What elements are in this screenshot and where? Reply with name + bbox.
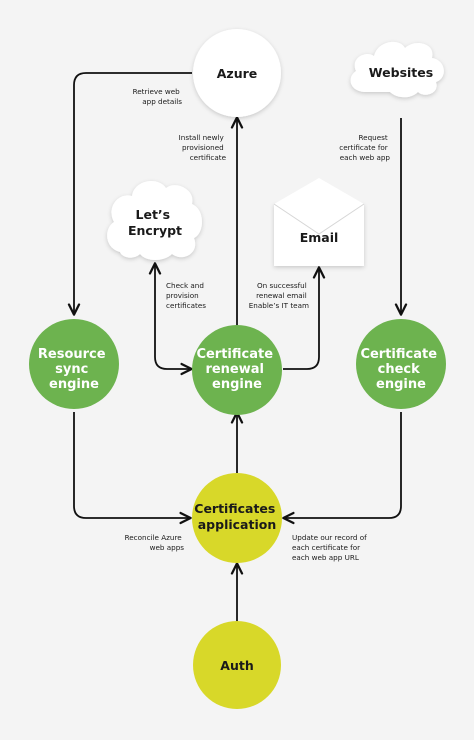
certificates-application-node xyxy=(192,473,282,563)
certificate-renewal-engine-label: Certificate renewal engine xyxy=(196,347,277,392)
edge-label-update-record: Update our record of each certificate fo… xyxy=(292,533,369,562)
edge-azure-to-resource-sync xyxy=(67,72,192,316)
websites-label: Websites xyxy=(369,65,433,80)
edges xyxy=(67,72,408,622)
envelope-flap xyxy=(274,178,364,204)
edge-renewal-letsencrypt xyxy=(148,262,193,376)
edge-label-install: Install newly provisioned certificate xyxy=(179,133,227,162)
email-label: Email xyxy=(300,230,339,245)
edge-label-renewal-email: On successful renewal email Enable’s IT … xyxy=(249,281,309,310)
azure-label: Azure xyxy=(217,66,258,81)
azure-node xyxy=(193,29,281,117)
edge-label-check-provision: Check and provision certificates xyxy=(166,281,206,310)
edge-label-request: Request certificate for each web app xyxy=(339,133,390,162)
edge-resource-sync-to-app xyxy=(73,412,192,525)
resource-sync-engine-node xyxy=(29,319,119,409)
certificate-renewal-engine-node xyxy=(192,325,282,415)
lets-encrypt-label: Let’s Encrypt xyxy=(128,207,182,238)
auth-node xyxy=(193,621,281,709)
certificate-check-engine-node xyxy=(356,319,446,409)
edge-renewal-to-email xyxy=(283,266,326,370)
certificates-application-label: Certificates application xyxy=(194,501,279,532)
edge-label-retrieve: Retrieve web app details xyxy=(133,87,183,106)
websites-cloud-icon xyxy=(350,41,444,98)
auth-label: Auth xyxy=(220,658,253,673)
envelope-fold-lines xyxy=(273,203,365,235)
edge-label-reconcile: Reconcile Azure web apps xyxy=(125,533,185,552)
certificate-check-engine-label: Certificate check engine xyxy=(360,347,441,392)
resource-sync-engine-label: Resource sync engine xyxy=(38,347,110,392)
edge-check-to-app xyxy=(282,412,402,525)
lets-encrypt-cloud-icon xyxy=(107,181,202,260)
